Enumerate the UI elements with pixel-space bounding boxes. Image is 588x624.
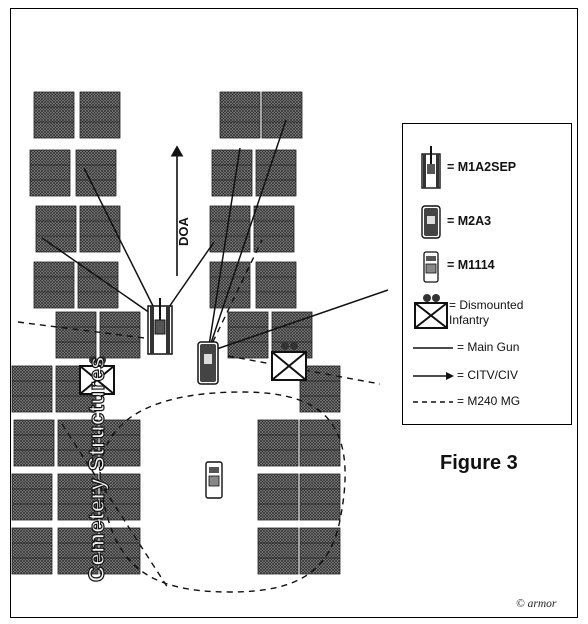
mg-line [207, 239, 263, 353]
main-gun-line [41, 237, 161, 321]
structure-block [75, 149, 117, 197]
infantry-icon [271, 342, 307, 381]
main-gun-line [207, 147, 241, 353]
legend-item-m2a3: = M2A3 [403, 204, 573, 240]
copyright-notice: © armor [516, 598, 557, 610]
mg-line [17, 321, 161, 341]
structure-block [77, 261, 119, 309]
solid-line-symbol [413, 347, 453, 349]
arrow-line-symbol [413, 372, 454, 380]
structure-block [257, 473, 299, 521]
doa-label: DOA [176, 217, 191, 246]
infantry-icon [79, 356, 115, 395]
humvee-icon [205, 461, 223, 499]
legend: = M1A2SEP = M2A3 = M1114 = Dismounted In… [402, 123, 572, 425]
structure-block [99, 419, 141, 467]
legend-item-main-gun: = Main Gun [403, 338, 573, 364]
structure-block [33, 91, 75, 139]
structure-block [11, 527, 53, 575]
structure-block [35, 205, 77, 253]
legend-label: = M240 MG [457, 394, 521, 408]
dashed-line-symbol [413, 401, 453, 403]
structure-block [57, 473, 99, 521]
structure-block [11, 473, 53, 521]
structure-block [227, 311, 269, 359]
legend-label: = Dismounted Infantry [449, 298, 524, 327]
tank-icon [421, 146, 441, 189]
mg-arc [99, 391, 346, 593]
tank-icon [147, 298, 173, 355]
legend-label: = M1A2SEP [447, 160, 517, 174]
ifv-icon [421, 205, 441, 239]
humvee-icon [423, 251, 439, 283]
structure-block [55, 311, 97, 359]
legend-item-dismounted-infantry: = Dismounted Infantry [403, 292, 573, 332]
structure-block [211, 149, 253, 197]
cemetery-structures-label: Cemetery Structures [83, 355, 109, 582]
structure-block [79, 91, 121, 139]
structure-block [253, 205, 295, 253]
structure-block [99, 527, 141, 575]
main-gun-line [83, 167, 161, 321]
structure-block [57, 527, 99, 575]
legend-label: = M1114 [447, 258, 495, 272]
legend-item-m1114: = M1114 [403, 250, 573, 284]
structure-block [257, 527, 299, 575]
figure-caption: Figure 3 [440, 452, 518, 474]
structure-block [299, 419, 341, 467]
legend-label: = CITV/CIV [457, 368, 519, 382]
structure-block [11, 365, 53, 413]
structure-block [219, 91, 261, 139]
main-gun-line [207, 119, 287, 353]
structure-block [13, 419, 55, 467]
ifv-icon [197, 341, 219, 385]
structure-block [299, 527, 341, 575]
structure-block [99, 473, 141, 521]
legend-label: = M2A3 [447, 214, 492, 228]
main-gun-line [207, 289, 389, 353]
structure-block [29, 149, 71, 197]
structure-block [255, 261, 297, 309]
main-gun-lines [41, 119, 389, 353]
legend-item-m240-mg: = M240 MG [403, 392, 573, 418]
structure-block [79, 205, 121, 253]
structure-block [299, 473, 341, 521]
infantry-icon [414, 294, 448, 329]
legend-label: = Main Gun [457, 340, 520, 354]
structure-block [257, 419, 299, 467]
legend-item-m1a2sep: = M1A2SEP [403, 144, 573, 192]
legend-item-citv-civ: = CITV/CIV [403, 366, 573, 392]
structure-block [33, 261, 75, 309]
figure-frame [10, 8, 578, 618]
cemetery-structures [11, 91, 341, 575]
